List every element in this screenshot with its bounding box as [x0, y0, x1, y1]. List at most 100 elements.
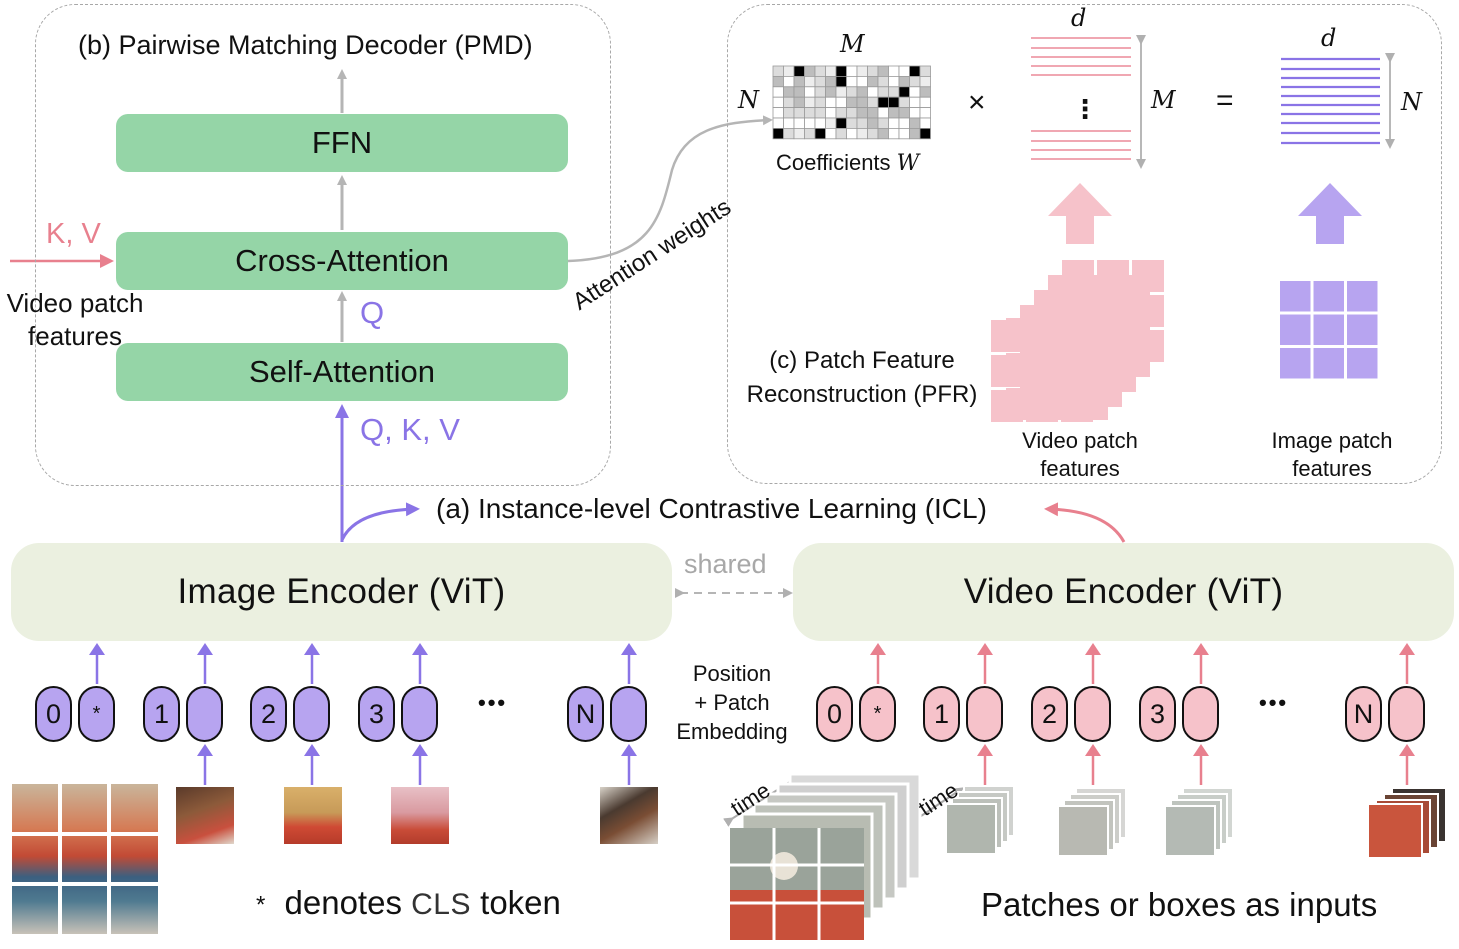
token-to-encoder-arrow-head: [89, 643, 105, 655]
image-full-photo: [12, 784, 158, 934]
patch-to-token-arrow-head: [197, 744, 213, 756]
pfr-panel: [727, 4, 1442, 484]
self-attention-block: Self-Attention: [116, 343, 568, 401]
cls-note-suffix: token: [480, 884, 561, 921]
video-patch-2: [1056, 786, 1128, 858]
time-arrow-2: [911, 787, 965, 825]
image-grid-cell: [1280, 348, 1311, 379]
image-patch-n: [600, 787, 658, 844]
patch-to-token-arrow-head: [304, 744, 320, 756]
token-to-encoder-arrow-head: [1193, 643, 1209, 655]
video-encoder: Video Encoder (ViT): [793, 543, 1454, 641]
video-frames-stack: [730, 770, 930, 942]
times-symbol: ×: [968, 86, 986, 119]
matrix-cell: [919, 127, 931, 140]
cross-attention-block: Cross-Attention: [116, 232, 568, 290]
video-grid-cell: [1061, 390, 1093, 422]
big-arrow-pink: [1048, 183, 1112, 244]
image-grid-cell: [1280, 281, 1311, 312]
video-patch-3-stack: [1164, 787, 1234, 857]
video-token-0: 0: [816, 686, 853, 742]
cls-note-prefix: denotes: [284, 884, 402, 921]
image-token-ellipsis: •••: [478, 690, 508, 715]
token-to-encoder-arrow-head: [304, 643, 320, 655]
video-token-1-pos: 1: [923, 686, 960, 742]
patch-to-token-arrow-head: [1085, 744, 1101, 756]
q-label: Q: [360, 295, 385, 330]
token-to-encoder-arrow-head: [621, 643, 637, 655]
image-grid-cell: [1313, 314, 1344, 345]
image-encoder: Image Encoder (ViT): [11, 543, 672, 641]
image-token-3-pos: 3: [358, 686, 395, 742]
image-N-label: N: [1401, 88, 1422, 116]
patch-to-token-arrow-head: [621, 744, 637, 756]
pmd-panel: [35, 4, 611, 486]
pfr-title: (c) Patch Feature Reconstruction (PFR): [746, 347, 978, 408]
token-to-encoder-arrow-head: [412, 643, 428, 655]
image-grid-cell: [1347, 348, 1378, 379]
position-patch-embedding-label: Position + Patch Embedding: [676, 661, 788, 744]
image-grid-cell: [1347, 281, 1378, 312]
token-to-encoder-arrow-head: [977, 643, 993, 655]
pfr-image-patch-features-label: Image patch features: [1271, 428, 1393, 481]
image-token-2-pos: 2: [250, 686, 287, 742]
image-token-n: [610, 686, 647, 742]
image-patch-grid: [1280, 281, 1378, 379]
video-patch-1-stack: [945, 785, 1015, 855]
image-feature-lines: [1281, 57, 1380, 145]
equals-symbol: =: [1216, 84, 1234, 117]
image-grid-cell: [1313, 348, 1344, 379]
video-patch-3: [1163, 786, 1235, 858]
token-to-encoder-arrow-head: [1085, 643, 1101, 655]
cls-word: CLS: [411, 888, 471, 921]
cls-note: * denotes CLS token: [256, 884, 561, 922]
image-token-n-pos: N: [567, 686, 604, 742]
video-grid-cell: [991, 320, 1023, 352]
image-token-1-pos: 1: [143, 686, 180, 742]
icl-arrow-purple: [340, 502, 420, 541]
image-token-cls: *: [78, 686, 115, 742]
image-grid-cell: [1280, 314, 1311, 345]
video-token-3: [1182, 686, 1219, 742]
video-patch-2-stack: [1057, 787, 1127, 857]
image-grid-cell: [1313, 281, 1344, 312]
cls-star: *: [256, 891, 266, 919]
image-patch-2: [284, 787, 342, 844]
patch-to-token-arrow-head: [977, 744, 993, 756]
image-patch-3: [391, 787, 449, 844]
matrix-M-label: M: [840, 30, 865, 58]
patch-to-token-arrow-head: [1193, 744, 1209, 756]
video-grid-cell: [1061, 355, 1093, 387]
video-M-label: M: [1151, 86, 1176, 114]
coefficients-label: Coefficients W: [776, 150, 919, 176]
shared-label: shared: [684, 549, 767, 579]
video-token-2-pos: 2: [1031, 686, 1068, 742]
token-arrows: [89, 643, 1415, 785]
kv-label: K, V: [46, 218, 101, 250]
video-d-label: d: [1071, 4, 1087, 32]
ffn-block: FFN: [116, 114, 568, 172]
video-token-2: [1074, 686, 1111, 742]
image-patch-1: [176, 787, 234, 844]
pmd-video-patch-features-label: Video patch features: [6, 288, 144, 351]
attention-weights-curve: [567, 115, 773, 263]
image-token-3: [401, 686, 438, 742]
image-token-2: [293, 686, 330, 742]
image-grid-cell: [1347, 314, 1378, 345]
patches-note: Patches or boxes as inputs: [981, 886, 1378, 923]
video-grid-cell: [991, 390, 1023, 422]
patch-to-token-arrow-head: [1399, 744, 1415, 756]
image-d-label: d: [1321, 24, 1337, 52]
video-patch-n-stack: [1367, 787, 1447, 858]
pfr-video-patch-features-label: Video patch features: [1022, 428, 1138, 481]
token-to-encoder-arrow-head: [197, 643, 213, 655]
video-token-cls: *: [859, 686, 896, 742]
video-token-n-pos: N: [1345, 686, 1382, 742]
video-grid-cell: [1026, 355, 1058, 387]
video-grid-cell: [1026, 320, 1058, 352]
video-stack-drawing: [730, 772, 922, 940]
video-token-3-pos: 3: [1139, 686, 1176, 742]
coefficient-matrix: [772, 65, 931, 140]
